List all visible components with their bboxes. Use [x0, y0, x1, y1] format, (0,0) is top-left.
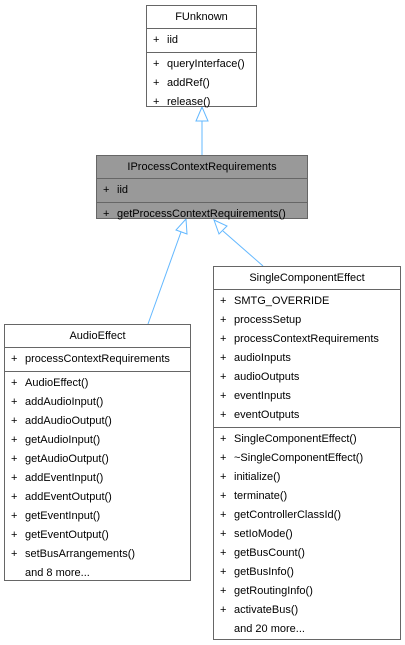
class-title: SingleComponentEffect: [214, 267, 400, 290]
attribute-row[interactable]: +audioInputs: [220, 352, 291, 364]
attribute-row[interactable]: +processSetup: [220, 314, 302, 326]
methods-section: +AudioEffect() +addAudioInput() +addAudi…: [5, 372, 190, 585]
attribute-row[interactable]: +audioOutputs: [220, 371, 300, 383]
methods-section: +queryInterface() +addRef() +release(): [147, 53, 256, 114]
attribute-row[interactable]: +eventInputs: [220, 390, 291, 402]
method-row[interactable]: +setBusArrangements(): [11, 548, 136, 560]
edge-arrowhead-audioeffect: [175, 217, 188, 235]
method-row[interactable]: +getRoutingInfo(): [220, 585, 313, 597]
edge-audioeffect-to-iprocess: [147, 231, 182, 325]
method-row[interactable]: +getControllerClassId(): [220, 509, 341, 521]
methods-section: +SingleComponentEffect() +~SingleCompone…: [214, 428, 400, 641]
method-row[interactable]: +setIoMode(): [220, 528, 293, 540]
method-row[interactable]: +activateBus(): [220, 604, 299, 616]
class-audioeffect[interactable]: AudioEffect +processContextRequirements …: [4, 324, 191, 581]
method-row[interactable]: +getAudioInput(): [11, 434, 101, 446]
attribute-row[interactable]: +SMTG_OVERRIDE: [220, 295, 330, 307]
class-iprocesscontextrequirements[interactable]: IProcessContextRequirements +iid +getPro…: [96, 155, 308, 220]
method-row[interactable]: +initialize(): [220, 471, 281, 483]
method-row[interactable]: +getBusInfo(): [220, 566, 294, 578]
more-link[interactable]: and 20 more...: [234, 623, 305, 635]
method-row[interactable]: +queryInterface(): [153, 58, 245, 70]
method-row[interactable]: +getProcessContextRequirements(): [103, 208, 286, 220]
methods-section: +getProcessContextRequirements(): [97, 203, 307, 226]
attributes-section: +processContextRequirements: [5, 348, 190, 372]
method-row[interactable]: +getEventInput(): [11, 510, 101, 522]
edge-single-to-iprocess: [222, 230, 264, 267]
attribute-row[interactable]: +iid: [103, 184, 129, 196]
attributes-section: +SMTG_OVERRIDE +processSetup +processCon…: [214, 290, 400, 428]
method-row[interactable]: +terminate(): [220, 490, 288, 502]
attribute-row[interactable]: +eventOutputs: [220, 409, 300, 421]
class-title: AudioEffect: [5, 325, 190, 348]
edge-arrowhead-single: [213, 219, 228, 235]
method-row[interactable]: +AudioEffect(): [11, 377, 89, 389]
class-funknown[interactable]: FUnknown +iid +queryInterface() +addRef(…: [146, 5, 257, 108]
method-row[interactable]: +release(): [153, 96, 211, 108]
method-row[interactable]: +~SingleComponentEffect(): [220, 452, 364, 464]
method-row[interactable]: +addRef(): [153, 77, 210, 89]
method-row[interactable]: +SingleComponentEffect(): [220, 433, 357, 445]
attribute-row[interactable]: +iid: [153, 34, 179, 46]
method-row[interactable]: +addEventInput(): [11, 472, 104, 484]
method-row[interactable]: +getAudioOutput(): [11, 453, 109, 465]
method-row[interactable]: +addEventOutput(): [11, 491, 112, 503]
class-title: IProcessContextRequirements: [97, 156, 307, 179]
class-singlecomponenteffect[interactable]: SingleComponentEffect +SMTG_OVERRIDE +pr…: [213, 266, 401, 640]
method-row[interactable]: +getEventOutput(): [11, 529, 109, 541]
edge-arrowhead-funknown: [195, 105, 209, 122]
attribute-row[interactable]: +processContextRequirements: [220, 333, 379, 345]
method-row[interactable]: +getBusCount(): [220, 547, 305, 559]
method-row[interactable]: +addAudioOutput(): [11, 415, 112, 427]
attributes-section: +iid: [97, 179, 307, 203]
attribute-row[interactable]: +processContextRequirements: [11, 353, 170, 365]
more-link[interactable]: and 8 more...: [25, 567, 90, 579]
class-title: FUnknown: [147, 6, 256, 29]
method-row[interactable]: +addAudioInput(): [11, 396, 104, 408]
attributes-section: +iid: [147, 29, 256, 53]
